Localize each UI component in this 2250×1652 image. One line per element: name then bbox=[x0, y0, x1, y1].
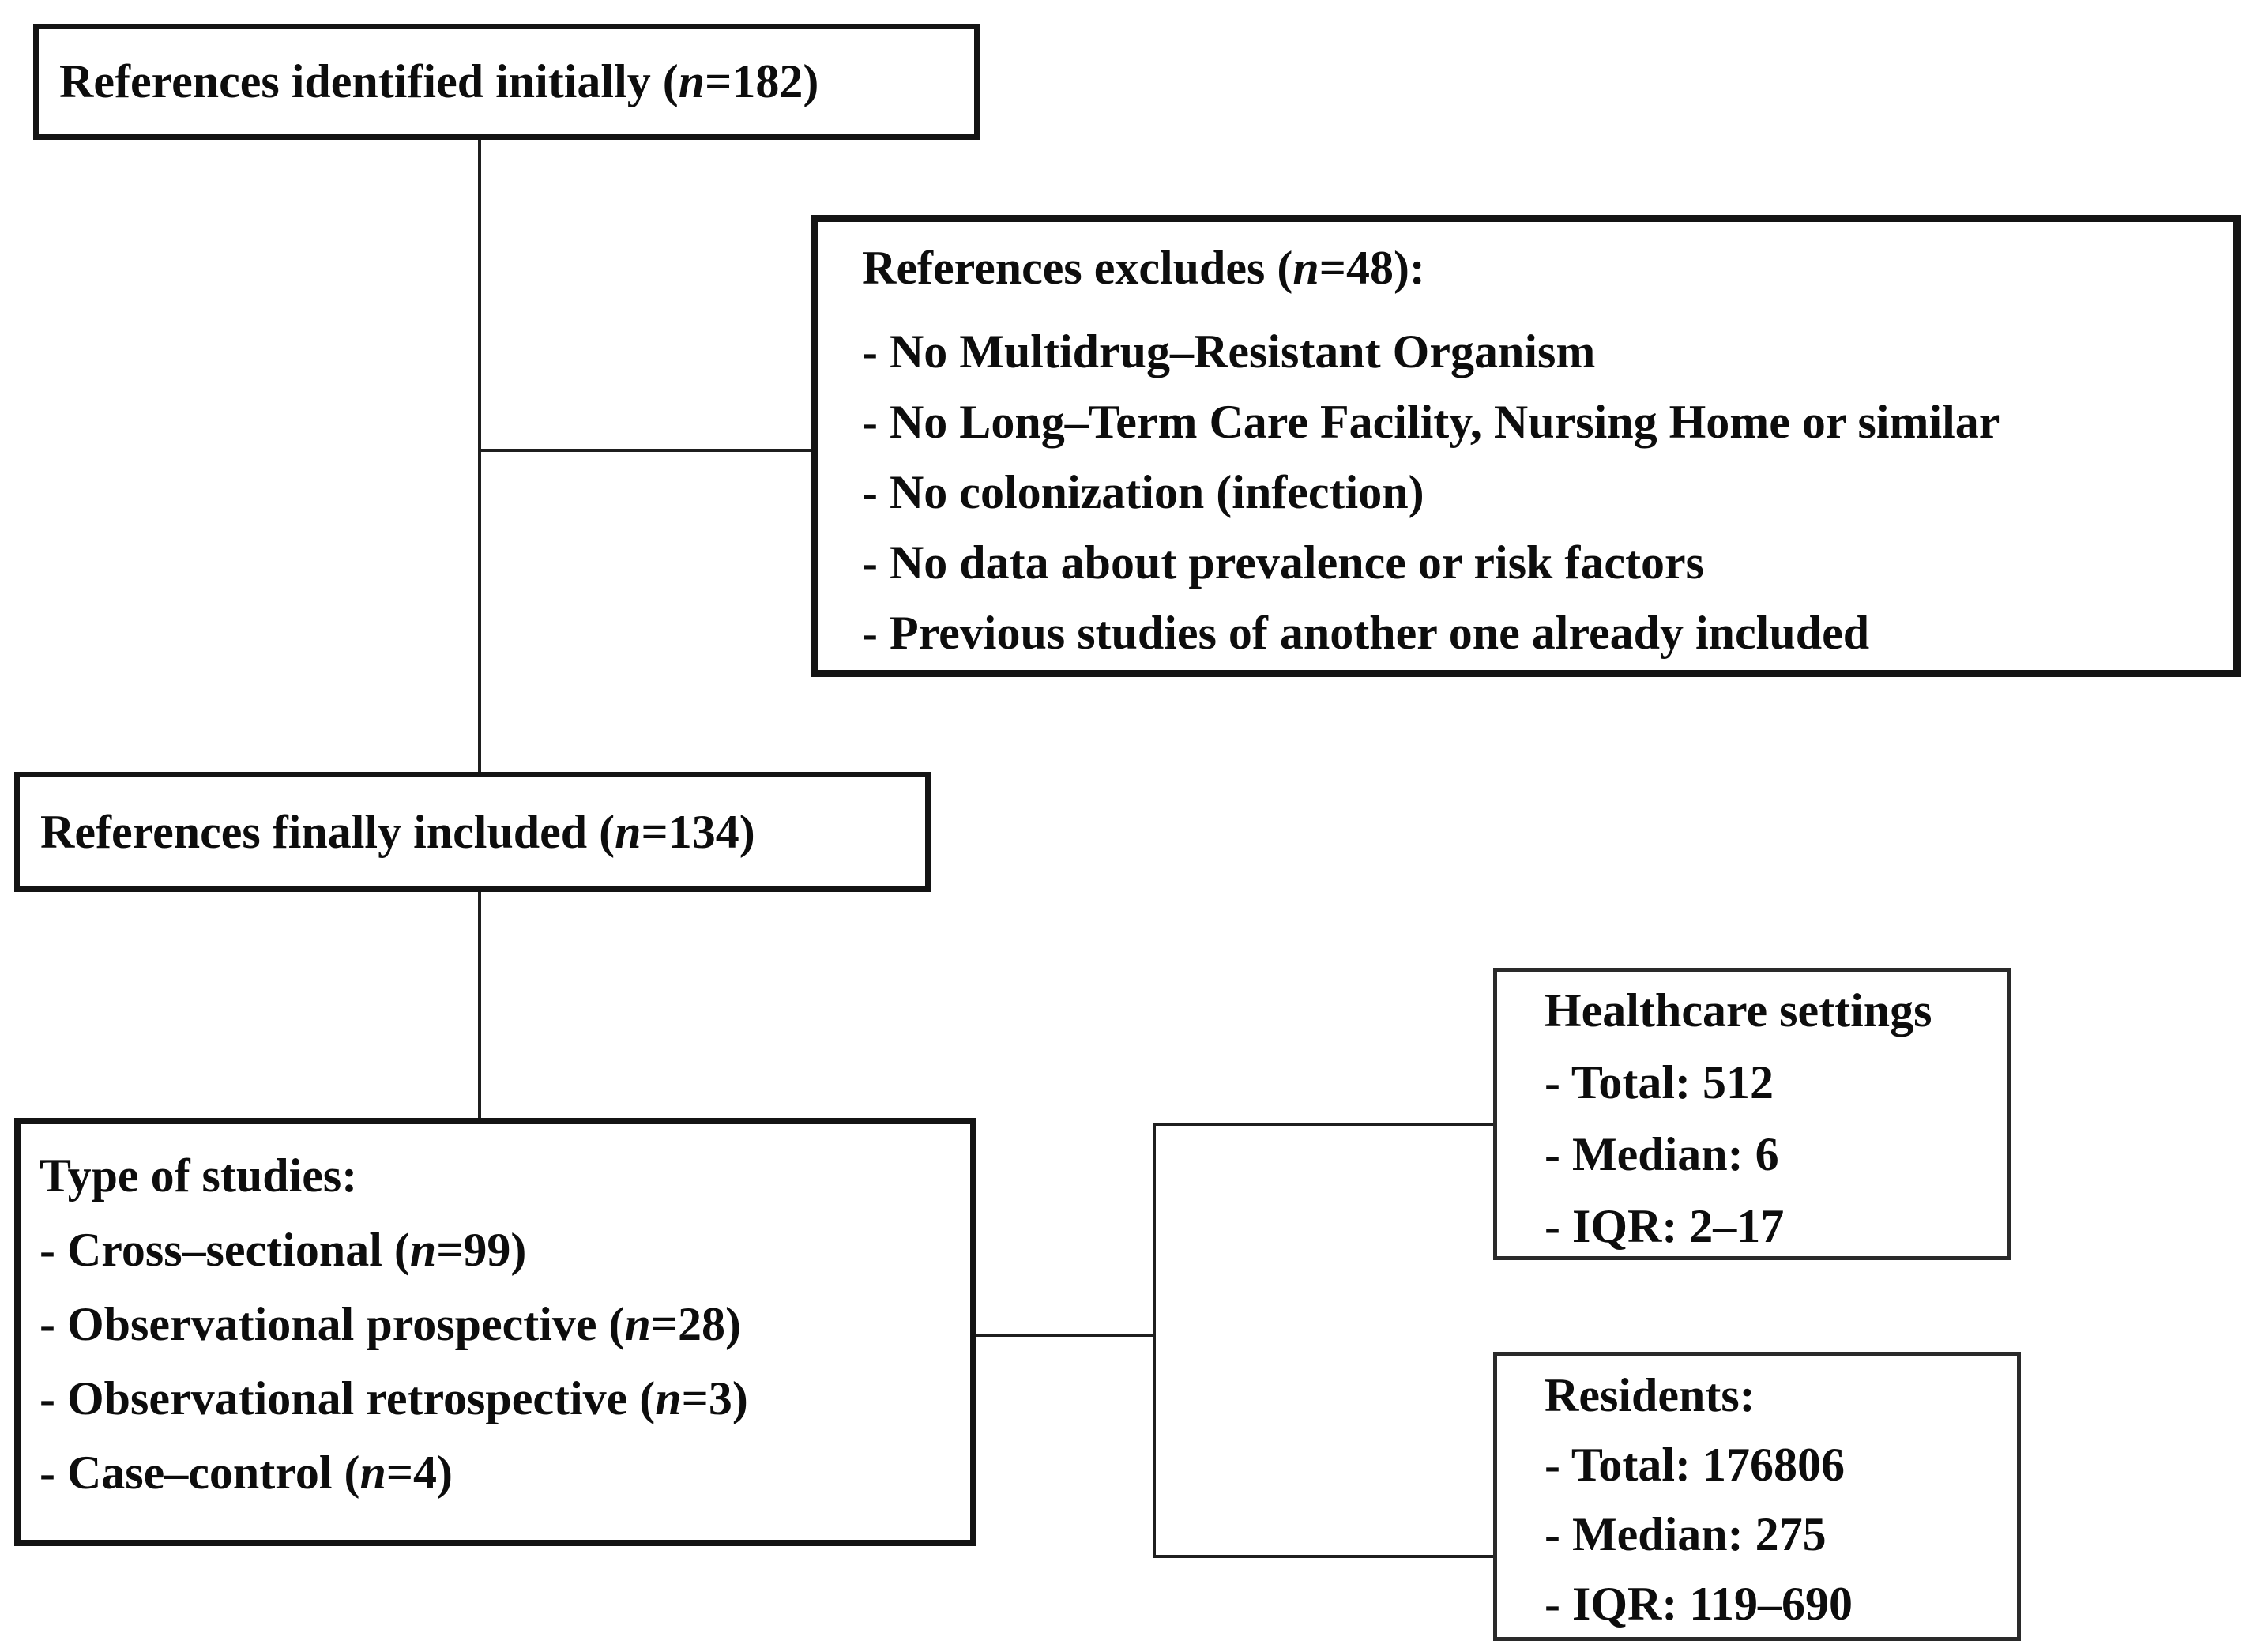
connector-included-to-types-line bbox=[478, 892, 481, 1118]
residents-heading: Residents: bbox=[1545, 1369, 1755, 1421]
study-type-item: - Observational prospective (n=28) bbox=[40, 1298, 742, 1350]
connector-to-residents-line bbox=[1153, 1555, 1493, 1558]
references-excludes-list: - No Multidrug–Resistant Organism - No L… bbox=[862, 317, 2218, 668]
references-included-label: References finally included (n=134) bbox=[40, 805, 755, 858]
healthcare-stat-item: - IQR: 2–17 bbox=[1545, 1200, 1785, 1252]
connector-branch-to-excludes-line bbox=[478, 449, 811, 452]
box-references-included: References finally included (n=134) bbox=[14, 772, 931, 892]
connector-types-branch-line bbox=[976, 1334, 1156, 1337]
box-type-of-studies: Type of studies: - Cross–sectional (n=99… bbox=[14, 1118, 976, 1546]
exclude-reason-item: - No Long–Term Care Facility, Nursing Ho… bbox=[862, 396, 2000, 448]
exclude-reason-item: - Previous studies of another one alread… bbox=[862, 607, 1870, 659]
residents-stat-item: - IQR: 119–690 bbox=[1545, 1578, 1853, 1630]
italic-n: n bbox=[655, 1372, 682, 1424]
healthcare-settings-heading: Healthcare settings bbox=[1545, 984, 1932, 1037]
healthcare-stat-item: - Median: 6 bbox=[1545, 1128, 1779, 1180]
residents-stat-item: - Total: 176806 bbox=[1545, 1439, 1846, 1491]
connector-identified-to-included-line bbox=[478, 140, 481, 772]
study-type-item: - Case–control (n=4) bbox=[40, 1447, 453, 1499]
exclude-reason-item: - No Multidrug–Resistant Organism bbox=[862, 326, 1596, 378]
connector-to-healthcare-line bbox=[1153, 1123, 1493, 1126]
connector-right-vertical-line bbox=[1153, 1123, 1156, 1558]
italic-n: n bbox=[359, 1447, 386, 1499]
exclude-reason-item: - No colonization (infection) bbox=[862, 466, 1424, 518]
box-references-identified: References identified initially (n=182) bbox=[33, 24, 980, 140]
italic-n: n bbox=[678, 55, 705, 107]
italic-n: n bbox=[624, 1298, 651, 1350]
healthcare-stat-item: - Total: 512 bbox=[1545, 1056, 1774, 1108]
study-type-item: - Observational retrospective (n=3) bbox=[40, 1372, 748, 1424]
type-of-studies-heading: Type of studies: bbox=[40, 1150, 358, 1202]
box-healthcare-settings: Healthcare settings - Total: 512 - Media… bbox=[1493, 968, 2011, 1260]
exclude-reason-item: - No data about prevalence or risk facto… bbox=[862, 536, 1704, 589]
references-excludes-heading: References excludes (n=48): bbox=[862, 242, 1425, 294]
study-type-item: - Cross–sectional (n=99) bbox=[40, 1224, 527, 1276]
italic-n: n bbox=[615, 805, 642, 858]
box-references-excludes: References excludes (n=48): - No Multidr… bbox=[811, 215, 2241, 677]
residents-stat-item: - Median: 275 bbox=[1545, 1508, 1827, 1560]
box-residents: Residents: - Total: 176806 - Median: 275… bbox=[1493, 1352, 2021, 1641]
references-identified-label: References identified initially (n=182) bbox=[59, 55, 819, 107]
italic-n: n bbox=[1292, 242, 1319, 294]
italic-n: n bbox=[409, 1224, 437, 1276]
